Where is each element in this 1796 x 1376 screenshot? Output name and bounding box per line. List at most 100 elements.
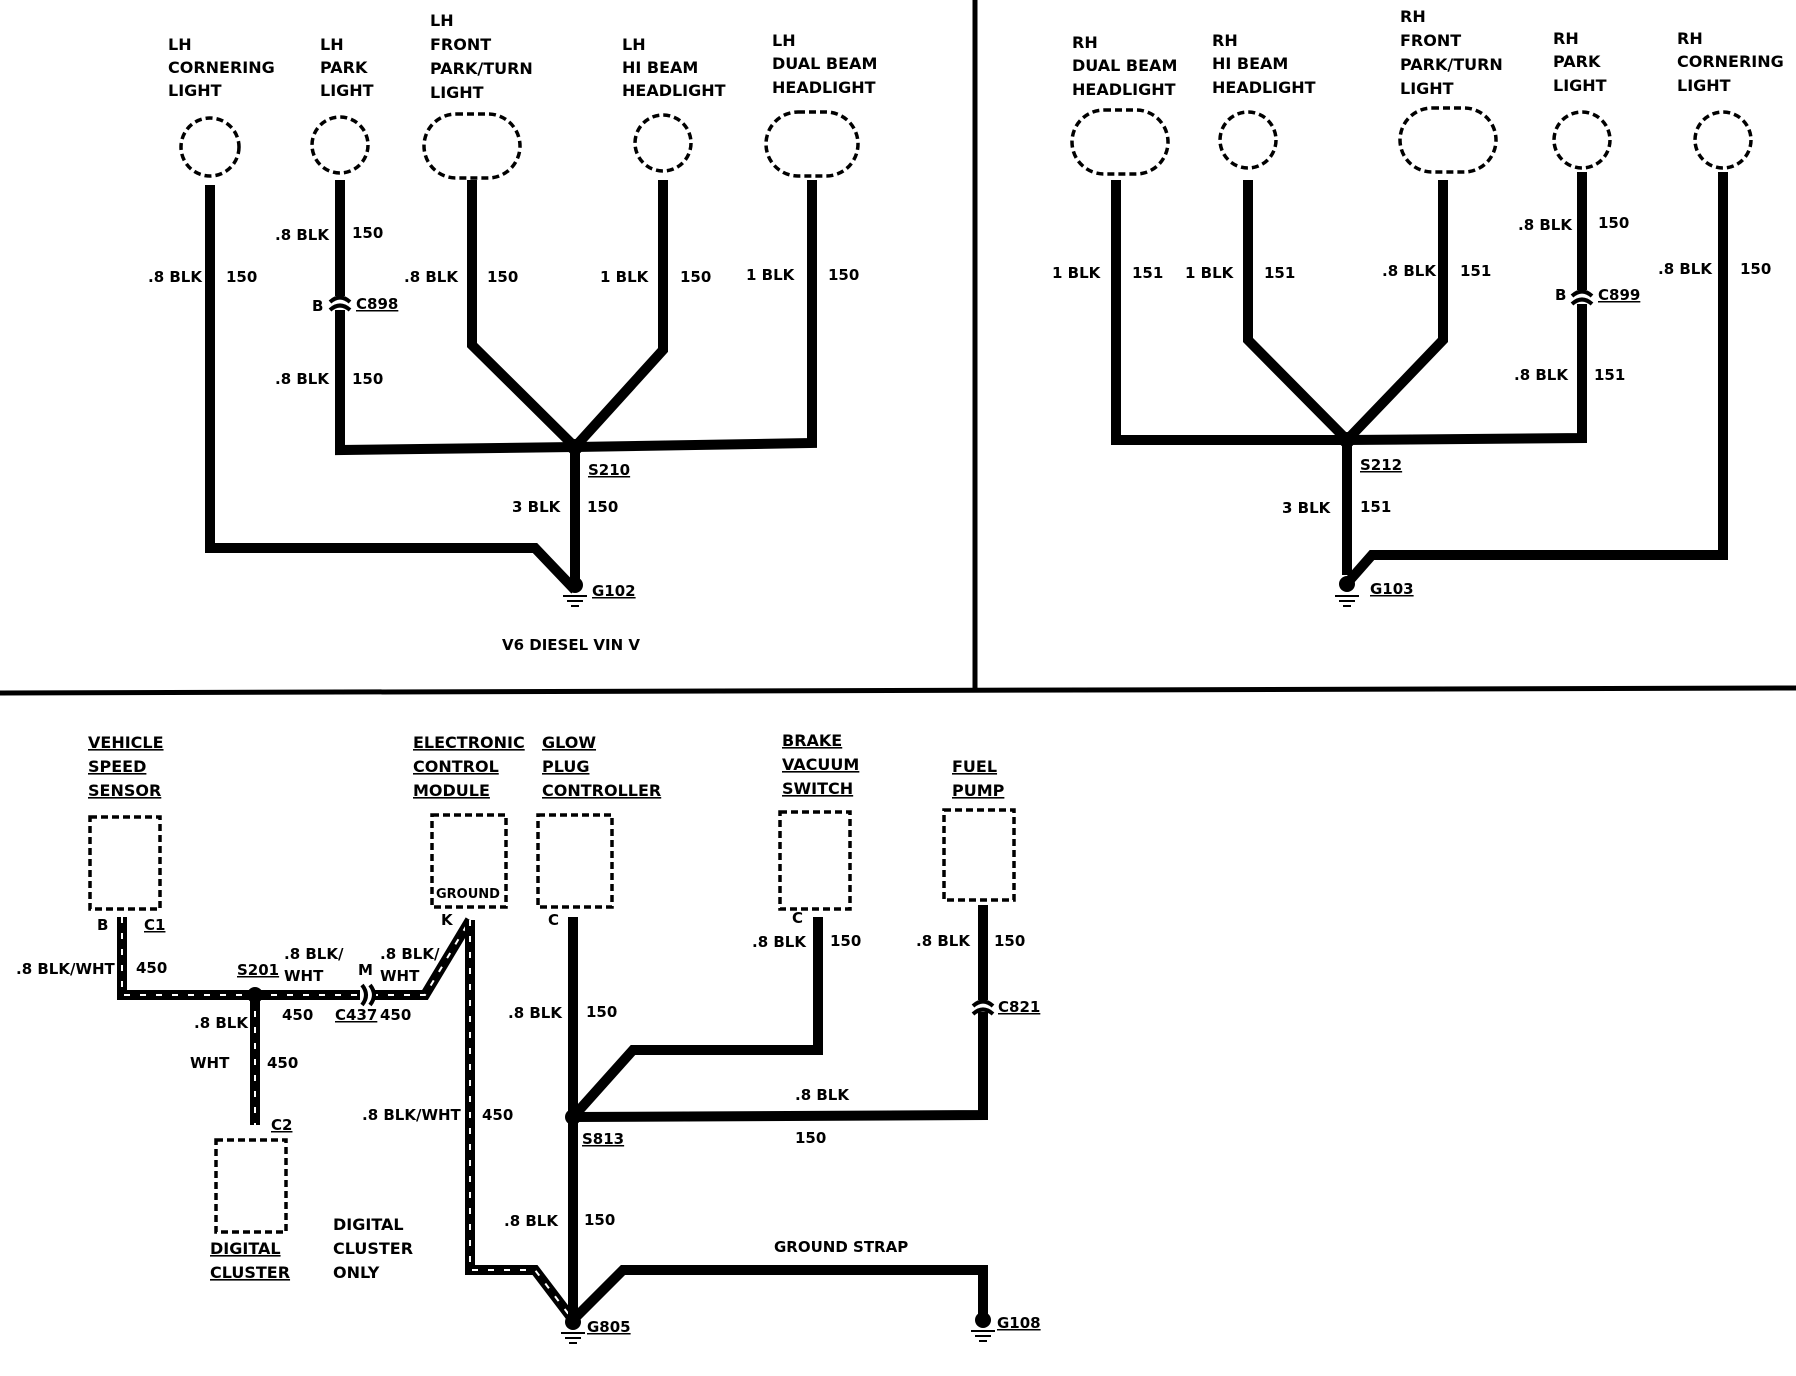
glow-pin-label: C xyxy=(548,911,559,929)
ground-wire-circuit: 150 xyxy=(584,1211,615,1229)
svg-text:RH: RH xyxy=(1212,31,1238,50)
lh-hibeam-wire xyxy=(571,180,668,451)
g805-ground-dot xyxy=(565,1314,581,1330)
c437-connector-symbol xyxy=(360,983,368,1007)
svg-text:PARK: PARK xyxy=(320,58,368,77)
g102-label: G102 xyxy=(592,582,636,600)
svg-text:PARK: PARK xyxy=(1553,52,1601,71)
rh-park-upper-wire-circuit: 150 xyxy=(1598,214,1629,232)
rh-front-wire-gauge: .8 BLK xyxy=(1382,262,1437,280)
brake-wire-gauge: .8 BLK xyxy=(752,933,807,951)
svg-text:MODULE: MODULE xyxy=(413,781,490,800)
svg-text:PLUG: PLUG xyxy=(542,757,589,776)
svg-text:ELECTRONIC: ELECTRONIC xyxy=(413,733,525,752)
lh-trunk-wire-circuit: 150 xyxy=(587,498,618,516)
panel-divider-horizontal xyxy=(0,685,1796,696)
brake-vacuum-switch-label: BRAKE VACUUM SWITCH xyxy=(782,731,859,798)
digital-cluster-symbol xyxy=(214,1138,288,1234)
lh-park-wire-lower xyxy=(335,310,576,456)
lh-trunk-wire-gauge: 3 BLK xyxy=(512,498,562,516)
rh-park-lower-wire-circuit: 151 xyxy=(1594,366,1625,384)
ecm-wire-gauge: .8 BLK/WHT xyxy=(362,1106,462,1124)
svg-text:LH: LH xyxy=(320,35,344,54)
s201-right-wire-gauge: .8 BLK/ xyxy=(284,945,344,963)
rh-dual-wire xyxy=(1111,180,1347,445)
fuel-pump-symbol xyxy=(942,808,1016,902)
ecm-wire-circuit: 450 xyxy=(482,1106,513,1124)
lh-park-light-label: LH PARK LIGHT xyxy=(320,35,374,100)
vss-connector-label: C1 xyxy=(144,916,165,934)
svg-text:RH: RH xyxy=(1400,7,1426,26)
cluster-wire-circuit: 450 xyxy=(267,1054,298,1072)
rh-cornering-wire-circuit: 150 xyxy=(1740,260,1771,278)
lh-park-light-symbol xyxy=(310,115,370,175)
cluster-wire-gauge: .8 BLK xyxy=(194,1014,249,1032)
svg-text:LIGHT: LIGHT xyxy=(1677,76,1731,95)
svg-text:CONTROL: CONTROL xyxy=(413,757,499,776)
lh-hibeam-wire-gauge: 1 BLK xyxy=(600,268,650,286)
glow-wire-circuit: 150 xyxy=(586,1003,617,1021)
lh-front-wire xyxy=(467,180,579,451)
lh-dual-wire xyxy=(574,180,817,452)
c899-connector-symbol xyxy=(1570,289,1594,298)
svg-text:PARK/TURN: PARK/TURN xyxy=(1400,55,1503,74)
c437-right-wire-color: WHT xyxy=(380,967,420,985)
ground-strap-wire xyxy=(569,1265,988,1324)
svg-text:LH: LH xyxy=(622,35,646,54)
lh-front-wire-gauge: .8 BLK xyxy=(404,268,459,286)
fuel-pump-wire-lower xyxy=(572,1012,988,1122)
rh-trunk-wire-gauge: 3 BLK xyxy=(1282,499,1332,517)
s210-splice-dot xyxy=(567,439,583,455)
s813-right-wire-circuit: 150 xyxy=(795,1129,826,1147)
svg-text:DIGITAL: DIGITAL xyxy=(333,1215,404,1234)
vss-wire-circuit: 450 xyxy=(136,959,167,977)
svg-text:VACUUM: VACUUM xyxy=(782,755,859,774)
rh-hibeam-wire xyxy=(1243,180,1351,444)
vss-pin-label: B xyxy=(97,916,108,934)
rh-hibeam-headlight-label: RH HI BEAM HEADLIGHT xyxy=(1212,31,1316,97)
svg-text:LIGHT: LIGHT xyxy=(168,81,222,100)
svg-text:LH: LH xyxy=(168,35,192,54)
lh-front-wire-circuit: 150 xyxy=(487,268,518,286)
svg-text:CORNERING: CORNERING xyxy=(168,58,275,77)
svg-text:LIGHT: LIGHT xyxy=(320,81,374,100)
brake-wire-circuit: 150 xyxy=(830,932,861,950)
svg-text:LIGHT: LIGHT xyxy=(430,83,484,102)
svg-text:CORNERING: CORNERING xyxy=(1677,52,1784,71)
c437-right-wire-gauge: .8 BLK/ xyxy=(380,945,440,963)
svg-text:HEADLIGHT: HEADLIGHT xyxy=(622,81,726,100)
s212-label: S212 xyxy=(1360,456,1402,474)
rh-park-lower-wire-gauge: .8 BLK xyxy=(1514,366,1569,384)
c898-label: C898 xyxy=(356,295,398,313)
lh-cornering-light-label: LH CORNERING LIGHT xyxy=(168,35,275,100)
s201-right-wire-color: WHT xyxy=(284,967,324,985)
c437-pin-label: M xyxy=(358,961,373,979)
glow-plug-controller-symbol xyxy=(536,813,614,909)
s813-splice-dot xyxy=(565,1109,581,1125)
lh-hibeam-wire-circuit: 150 xyxy=(680,268,711,286)
svg-text:DUAL BEAM: DUAL BEAM xyxy=(1072,56,1177,75)
ecm-ground-pin-label: GROUND xyxy=(436,887,500,902)
digital-cluster-only-note: DIGITAL CLUSTER ONLY xyxy=(333,1215,413,1282)
lh-hibeam-headlight-symbol xyxy=(633,113,693,173)
rh-park-light-symbol xyxy=(1552,110,1612,170)
c821-connector-symbol xyxy=(971,999,995,1008)
svg-text:VEHICLE: VEHICLE xyxy=(88,733,164,752)
svg-text:HI BEAM: HI BEAM xyxy=(622,58,698,77)
rh-cornering-light-label: RH CORNERING LIGHT xyxy=(1677,29,1784,95)
lh-dual-wire-gauge: 1 BLK xyxy=(746,266,796,284)
svg-text:DUAL BEAM: DUAL BEAM xyxy=(772,54,877,73)
c899-label: C899 xyxy=(1598,286,1640,304)
s813-label: S813 xyxy=(582,1130,624,1148)
lh-front-park-turn-light-symbol xyxy=(422,112,522,180)
s201-splice-dot xyxy=(247,987,263,1003)
s212-splice-dot xyxy=(1339,432,1355,448)
lh-cornering-wire-gauge: .8 BLK xyxy=(148,268,203,286)
c899-pin-label: B xyxy=(1555,286,1566,304)
g108-label: G108 xyxy=(997,1314,1041,1332)
g108-ground-dot xyxy=(975,1312,991,1328)
lh-park-upper-wire-gauge: .8 BLK xyxy=(275,226,330,244)
engine-ground-circuit: C821 M C437 S201 S813 G805 G108 GROUND S… xyxy=(16,731,1041,1344)
rh-dual-beam-headlight-symbol xyxy=(1070,108,1170,176)
